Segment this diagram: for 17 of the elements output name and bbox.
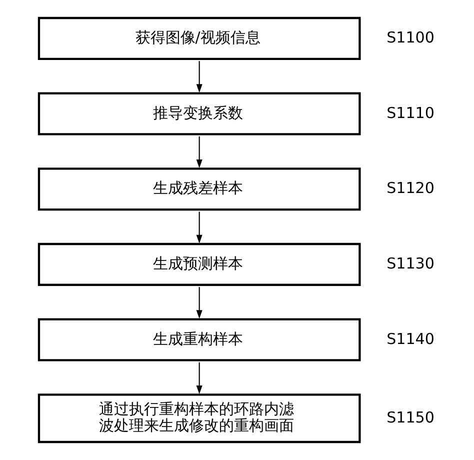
arrow: [196, 212, 202, 244]
node-box: 生成重构样本: [38, 318, 361, 362]
arrow: [196, 287, 202, 319]
node-label: S1150: [386, 408, 434, 426]
node-label: S1120: [386, 179, 434, 198]
node-label: S1140: [386, 330, 434, 348]
node-box: 生成残差样本: [38, 168, 361, 211]
arrow: [196, 61, 202, 93]
node-label: S1130: [386, 254, 434, 272]
node-box: 推导变换系数: [38, 92, 361, 136]
node-label: S1100: [386, 28, 434, 46]
node-label: S1110: [386, 104, 434, 122]
arrow: [196, 136, 202, 168]
arrow: [196, 362, 202, 394]
node-box: 通过执行重构样本的环路内滤波处理来生成修改的重构画面: [38, 394, 361, 444]
node-box: 获得图像/视频信息: [38, 16, 361, 60]
node-box: 生成预测样本: [38, 242, 361, 286]
